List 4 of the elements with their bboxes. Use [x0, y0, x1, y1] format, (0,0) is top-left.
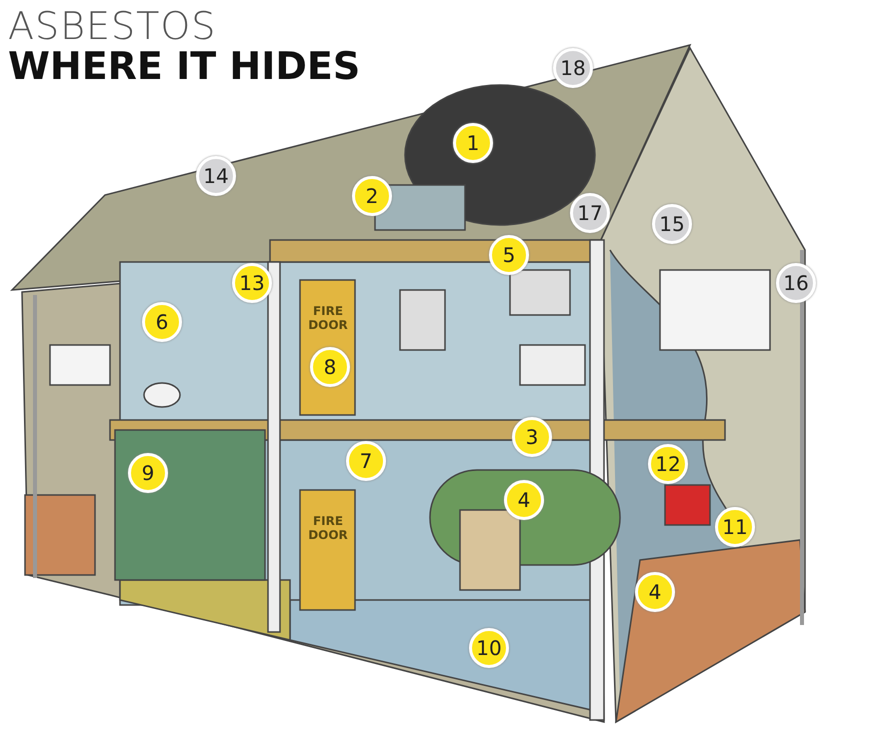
door-sign: FIRE DOOR: [307, 514, 349, 542]
title: ASBESTOS WHERE IT HIDES: [8, 6, 360, 86]
callout-number: 18: [553, 48, 593, 88]
door-sign: FIRE DOOR: [307, 304, 349, 332]
